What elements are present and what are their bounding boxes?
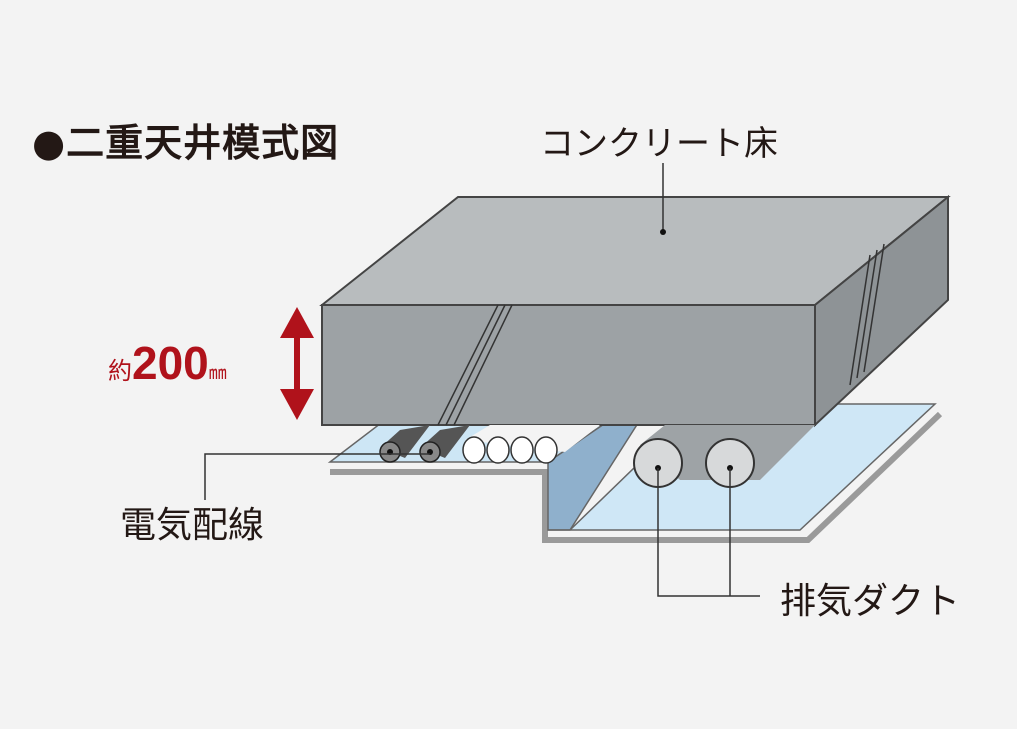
slab-cables [437,243,885,426]
electric-cables [379,425,470,463]
dimension-prefix: 約 [108,357,132,385]
dimension-label: 約200㎜ [108,336,227,390]
electric-wiring-label: 電気配線 [120,505,265,546]
panel-edge [330,411,943,543]
leader-lines [204,163,760,597]
dimension-value: 200 [132,337,209,389]
dimension-arrow [280,307,314,420]
concrete-dot [660,229,666,235]
concrete-floor-label: コンクリート床 [540,124,778,164]
diagram-title: ●二重天井模式図 [32,121,340,165]
slab-front [321,304,816,426]
white-pipes [462,425,600,464]
slab-side [814,194,949,428]
dimension-unit: ㎜ [208,363,227,384]
ceiling-step [547,419,642,531]
exhaust-duct-label: 排気ダクト [780,581,961,622]
